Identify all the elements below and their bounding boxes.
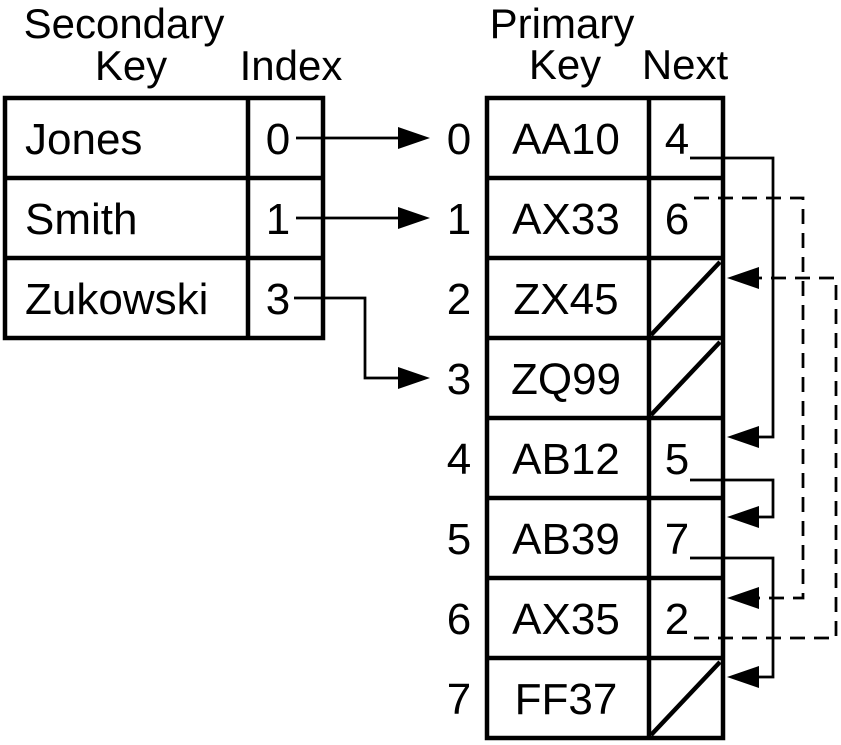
next-cell: 7 (665, 515, 689, 564)
slot-label: 7 (447, 675, 471, 724)
arrow-next4-from-slot0 (690, 156, 775, 439)
secondary-index-cell: 1 (266, 195, 290, 244)
arrow-next5-from-slot4 (690, 478, 775, 519)
secondary-heading: Secondary (24, 0, 225, 47)
slot-label: 3 (447, 355, 471, 404)
secondary-table-headings: Secondary Key Index (24, 0, 343, 89)
null-pointer-slash-slot2 (649, 260, 722, 337)
secondary-key-cell: Smith (25, 195, 137, 244)
arrow-next6-from-slot1 (694, 196, 805, 600)
null-pointer-slash-slot7 (649, 660, 722, 737)
secondary-index-table: Jones Smith Zukowski 0 1 3 (2, 95, 326, 341)
primary-key-cell: FF37 (515, 675, 618, 724)
slot-label: 6 (447, 595, 471, 644)
primary-key-cell: AB12 (512, 435, 620, 484)
primary-key-cell: ZQ99 (511, 355, 621, 404)
secondary-index-column-heading: Index (240, 42, 343, 89)
slot-label: 5 (447, 515, 471, 564)
arrowhead-left-icon (727, 666, 759, 688)
arrowhead-right-icon (398, 207, 430, 229)
primary-slot-labels: 0 1 2 3 4 5 6 7 (447, 115, 471, 724)
arrowhead-left-icon (727, 587, 759, 609)
null-pointer-slash-slot3 (649, 340, 722, 417)
secondary-index-cell: 0 (266, 115, 290, 164)
next-cell: 5 (665, 435, 689, 484)
arrowhead-right-icon (398, 127, 430, 149)
arrow-next2-from-slot6 (694, 276, 838, 640)
secondary-index-cell: 3 (266, 275, 290, 324)
primary-table-headings: Primary Key Next (490, 0, 729, 88)
primary-key-column-heading: Key (529, 41, 601, 88)
arrowhead-right-icon (398, 367, 430, 389)
primary-key-cell: AB39 (512, 515, 620, 564)
primary-key-table: AA10 AX33 ZX45 ZQ99 AB12 AB39 AX35 FF37 … (484, 95, 726, 741)
primary-key-cell: ZX45 (513, 275, 618, 324)
secondary-key-column-heading: Key (95, 42, 167, 89)
next-chain-arrows (690, 156, 838, 688)
arrowhead-left-icon (727, 506, 759, 528)
arrowhead-left-icon (727, 267, 759, 289)
slot-label: 1 (447, 195, 471, 244)
slot-label: 4 (447, 435, 471, 484)
arrow-index3-to-slot3 (294, 296, 398, 380)
primary-heading: Primary (490, 0, 635, 47)
arrowhead-left-icon (727, 426, 759, 448)
secondary-key-cell: Jones (25, 115, 142, 164)
primary-next-column-heading: Next (642, 41, 729, 88)
next-cell: 2 (665, 595, 689, 644)
slot-label: 2 (447, 275, 471, 324)
index-to-slot-arrows (294, 127, 430, 389)
primary-key-cell: AA10 (512, 115, 620, 164)
primary-key-cell: AX33 (512, 195, 620, 244)
arrow-next7-from-slot5 (690, 556, 775, 679)
slot-label: 0 (447, 115, 471, 164)
primary-key-cell: AX35 (512, 595, 620, 644)
next-cell: 6 (665, 195, 689, 244)
secondary-key-cell: Zukowski (25, 275, 208, 324)
next-cell: 4 (665, 115, 689, 164)
